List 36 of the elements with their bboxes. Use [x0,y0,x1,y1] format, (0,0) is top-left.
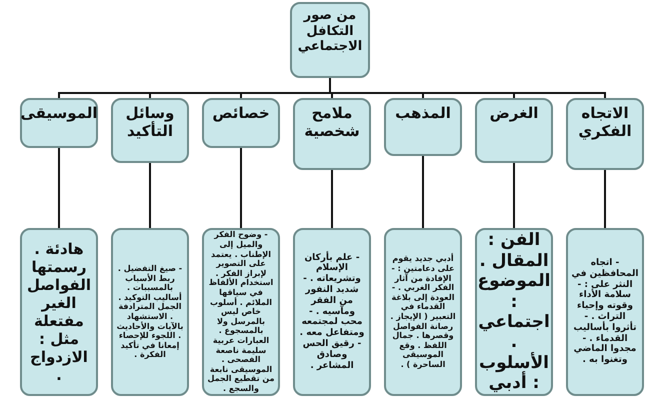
category-title: الموسيقى [20,104,98,122]
connector-line [422,156,424,228]
detail-text: أدبي جديد يقوم على دعامتين : - الإفادة من آثار الفكر الغربي . - العودة إلى بلاغة القدماء في التعبير ( الإيجاز . رصانة الفواصل وقصرها . جمال اللفظ . وقع الموسيقى الساحرة ) . [389,254,457,370]
connector-line [331,170,333,228]
connector-line [240,148,242,228]
category-title: خصائص [212,104,270,122]
detail-text: - علم بأركان الإسلام وتشريعاته . - شديد النفور من الفقر ومآسيه . - محب لمجتمعه ومتفاعل معه . - رقيق الحس وصادق المشاعر . [298,252,366,372]
connector-line [58,78,331,98]
category-title: المذهب [395,104,451,122]
root-box [290,2,370,78]
detail-text: - صيغ التفضيل . ربط الأسباب بالمسببات . أساليب التوكيد . الجمل المترادفة . الاستشهاد بالآيات والأحاديث . اللجوء للإحصاء إمعانا في تأكيد الفكرة . [116,264,184,360]
connector-line [604,170,606,228]
detail-box [566,228,644,396]
category-box [111,98,189,163]
category-box [293,98,371,170]
detail-box [293,228,371,396]
connector-line [58,148,60,228]
detail-text: - اتجاه المحافظين في النثر على : - سلامة الأداء وقوته وإحياء التراث . - تأثروا بأساليب القدماء . - مجدوا الماضي وتغنوا به . [571,258,639,366]
detail-text: الفن : المقال . الموضوع : اجتماعي . الأسلوب : أدبي [478,230,550,394]
category-box [566,98,644,170]
category-title: من صور التكافل الاجتماعي [296,8,364,55]
detail-box [111,228,189,396]
detail-box [20,228,98,396]
category-title: ملامح شخصية [303,104,361,140]
category-box [475,98,553,163]
detail-text: - وضوح الفكر والميل إلى الإطناب . يعتمد على التصوير لإبراز الفكر . استخدام الألفاظ في سياقها الملائم . أسلوب خاص ليس بالمرسل ولا بالمسجوع . العبارات عربية سليمة ناصعة الفصحى . الموسيقى نابعة من تقطيع الجمل والسجع . [207,230,275,394]
category-box [202,98,280,148]
detail-text: هادئة . رسمتها الفواصل الغير مفتعلة مثل : الازدواج . [26,240,92,384]
detail-box [384,228,462,396]
category-box [20,98,98,148]
category-box [384,98,462,156]
connector-line [513,163,515,228]
category-title: وسائل التأكيد [124,104,176,140]
connector-line [149,163,151,228]
category-title: الاتجاه الفكري [577,104,633,140]
category-title: الغرض [490,104,538,122]
